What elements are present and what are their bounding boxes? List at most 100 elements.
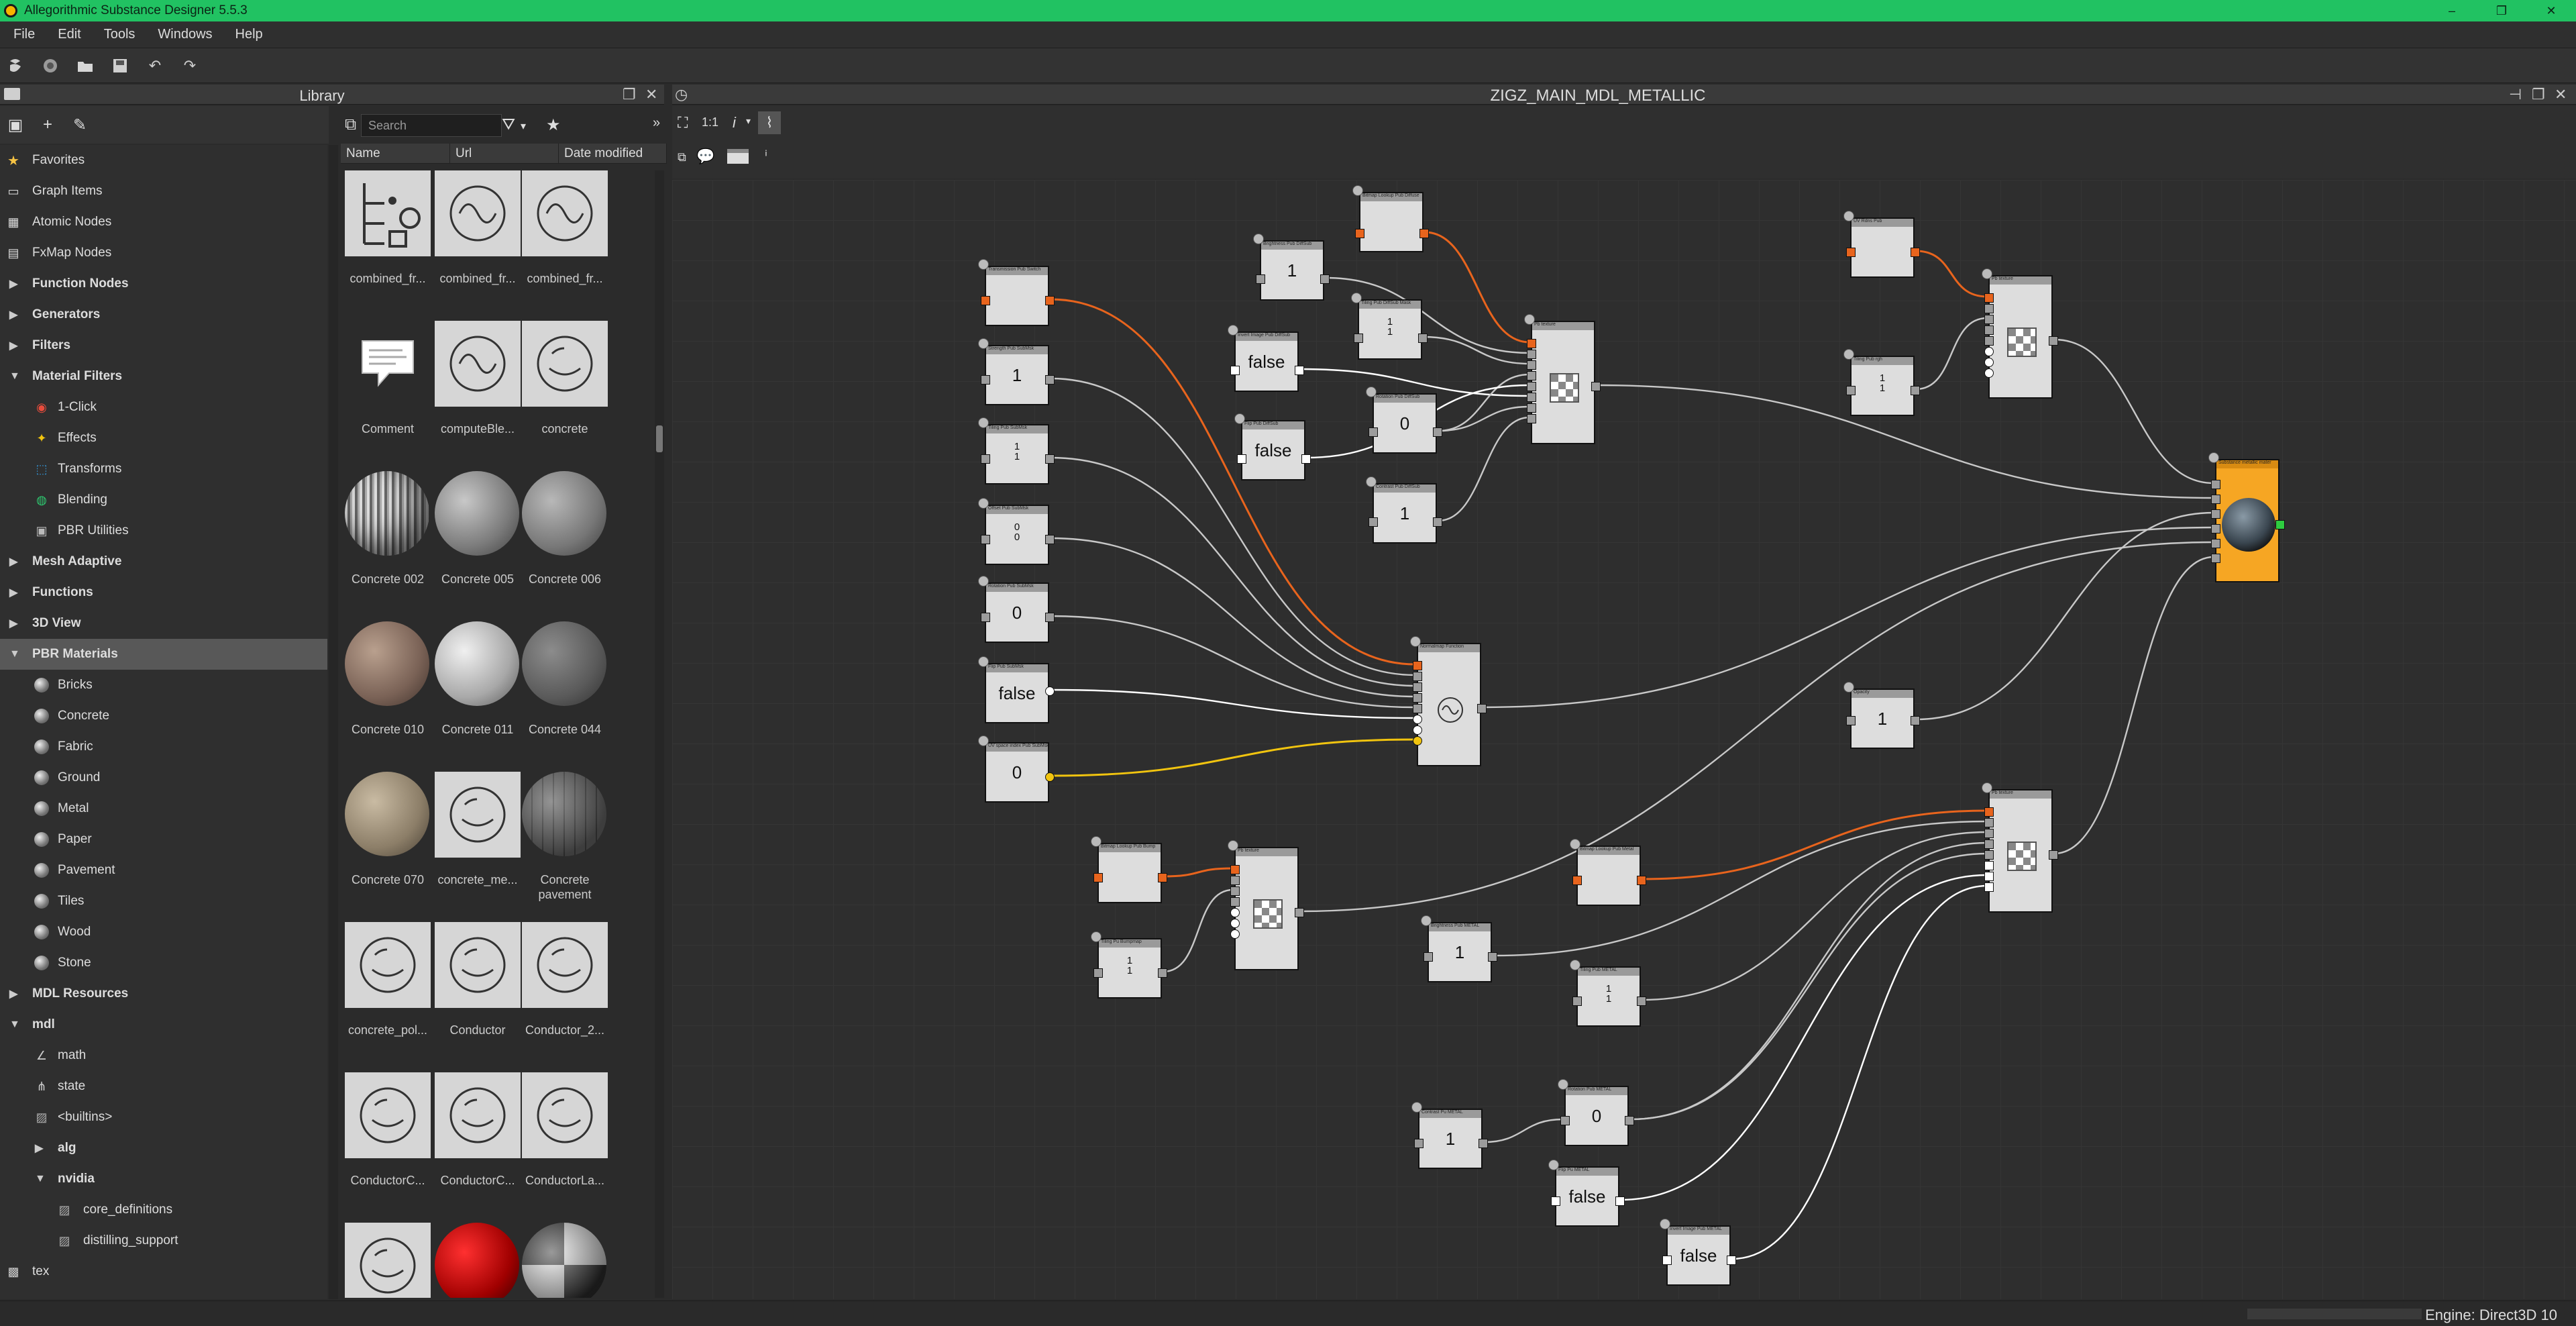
graph-link[interactable] [1731, 884, 1988, 1260]
tree-item[interactable]: ▩tex [0, 1256, 327, 1287]
external-link-icon[interactable]: ⧉ [345, 115, 357, 134]
graph-link[interactable] [1438, 416, 1530, 522]
collapsed-arrow-icon[interactable]: ▶ [9, 988, 18, 1000]
library-thumbnail[interactable] [345, 772, 431, 858]
tree-item[interactable]: ▼nvidia [0, 1164, 327, 1194]
tree-item[interactable]: ▶Functions [0, 577, 327, 608]
expanded-arrow-icon[interactable]: ▼ [9, 370, 20, 382]
graph-link[interactable] [1438, 405, 1530, 432]
external-view-icon[interactable]: ⧉ [678, 150, 686, 164]
graph-link[interactable] [1915, 317, 1988, 391]
input-port[interactable] [1230, 929, 1240, 939]
input-port[interactable] [1984, 293, 1994, 303]
minimize-button[interactable]: – [2448, 3, 2455, 17]
output-port[interactable] [1477, 704, 1487, 713]
output-port[interactable] [1301, 454, 1311, 464]
tree-item[interactable]: ⋔state [0, 1071, 327, 1102]
input-port[interactable] [1984, 850, 1994, 860]
output-port[interactable] [1320, 274, 1330, 284]
graph-link[interactable] [1629, 852, 1988, 1121]
graph-node[interactable]: UV Rdns Pub [1843, 211, 1920, 278]
pin-icon[interactable]: ⊣ [2509, 86, 2522, 103]
tree-item[interactable]: ✦Effects [0, 423, 327, 454]
input-port[interactable] [1413, 693, 1422, 703]
column-name[interactable]: Name [341, 144, 450, 164]
tree-item[interactable]: ∠math [0, 1040, 327, 1071]
tree-item[interactable]: Ground [0, 762, 327, 793]
input-port[interactable] [1354, 334, 1363, 343]
tree-item[interactable]: ▶alg [0, 1133, 327, 1164]
library-thumbnail[interactable] [522, 321, 608, 407]
graph-link[interactable] [1163, 867, 1234, 878]
menu-tools[interactable]: Tools [103, 27, 136, 42]
output-port[interactable] [1637, 876, 1646, 885]
library-thumbnail[interactable] [522, 170, 608, 256]
input-port[interactable] [1368, 427, 1378, 437]
column-url[interactable]: Url [450, 144, 559, 164]
collapsed-arrow-icon[interactable]: ▶ [9, 556, 18, 568]
input-port[interactable] [1413, 672, 1422, 681]
graph-link[interactable] [1629, 842, 1988, 1121]
graph-link[interactable] [1596, 384, 2214, 499]
frame-all-icon[interactable]: ⛶ [678, 114, 688, 131]
tree-item[interactable]: Stone [0, 948, 327, 978]
input-port[interactable] [1237, 454, 1246, 464]
tree-item[interactable]: ▼mdl [0, 1009, 327, 1040]
input-port[interactable] [1527, 350, 1536, 359]
tree-item[interactable]: ▨distilling_support [0, 1225, 327, 1256]
tree-item[interactable]: ▼Material Filters [0, 361, 327, 392]
output-port[interactable] [1295, 366, 1304, 375]
input-port[interactable] [1572, 876, 1582, 885]
collapsed-arrow-icon[interactable]: ▶ [9, 587, 18, 599]
tree-item[interactable]: Fabric [0, 731, 327, 762]
import-icon[interactable]: ✎ [72, 115, 87, 134]
input-port[interactable] [1230, 886, 1240, 896]
library-thumbnail[interactable] [345, 1072, 431, 1158]
input-port[interactable] [1527, 414, 1536, 423]
input-port[interactable] [1527, 403, 1536, 413]
input-port[interactable] [1424, 952, 1433, 962]
input-port[interactable] [1413, 661, 1422, 670]
redo-icon[interactable]: ↷ [183, 56, 197, 74]
graph-link[interactable] [1642, 809, 1988, 880]
graph-link[interactable] [1620, 874, 1988, 1201]
output-port[interactable] [1433, 517, 1442, 527]
library-thumbnail[interactable] [435, 621, 521, 707]
output-port[interactable] [1727, 1256, 1736, 1265]
tree-item[interactable]: ◍Blending [0, 484, 327, 515]
tree-item[interactable]: Tiles [0, 886, 327, 917]
input-port[interactable] [981, 613, 990, 622]
input-port[interactable] [1413, 682, 1422, 692]
tree-item[interactable]: ▶Generators [0, 299, 327, 330]
link-mode-icon[interactable]: ⌇ [758, 111, 781, 134]
input-port[interactable] [1984, 807, 1994, 817]
input-port[interactable] [1984, 358, 1994, 367]
library-thumbnail[interactable] [522, 922, 608, 1008]
output-port[interactable] [1045, 535, 1055, 544]
output-port[interactable] [1045, 772, 1055, 782]
input-port[interactable] [1230, 908, 1240, 917]
graph-node[interactable]: Pb texture [1228, 840, 1304, 970]
input-port[interactable] [1984, 347, 1994, 356]
output-port[interactable] [1433, 427, 1442, 437]
info-dropdown-icon[interactable]: ▾ [746, 115, 751, 126]
graph-undock-icon[interactable]: ❐ [2532, 86, 2545, 103]
pin-info-icon[interactable]: ⁱ [765, 148, 767, 164]
library-thumbnail[interactable] [435, 1072, 521, 1158]
input-port[interactable] [1527, 339, 1536, 348]
library-thumbnail[interactable] [435, 321, 521, 407]
add-icon[interactable]: + [42, 115, 52, 134]
tree-item[interactable]: ★Favorites [0, 145, 327, 176]
library-thumbnail[interactable] [435, 471, 521, 557]
graph-link[interactable] [1325, 276, 1530, 354]
graph-link[interactable] [2053, 556, 2214, 855]
output-port[interactable] [1625, 1116, 1634, 1125]
